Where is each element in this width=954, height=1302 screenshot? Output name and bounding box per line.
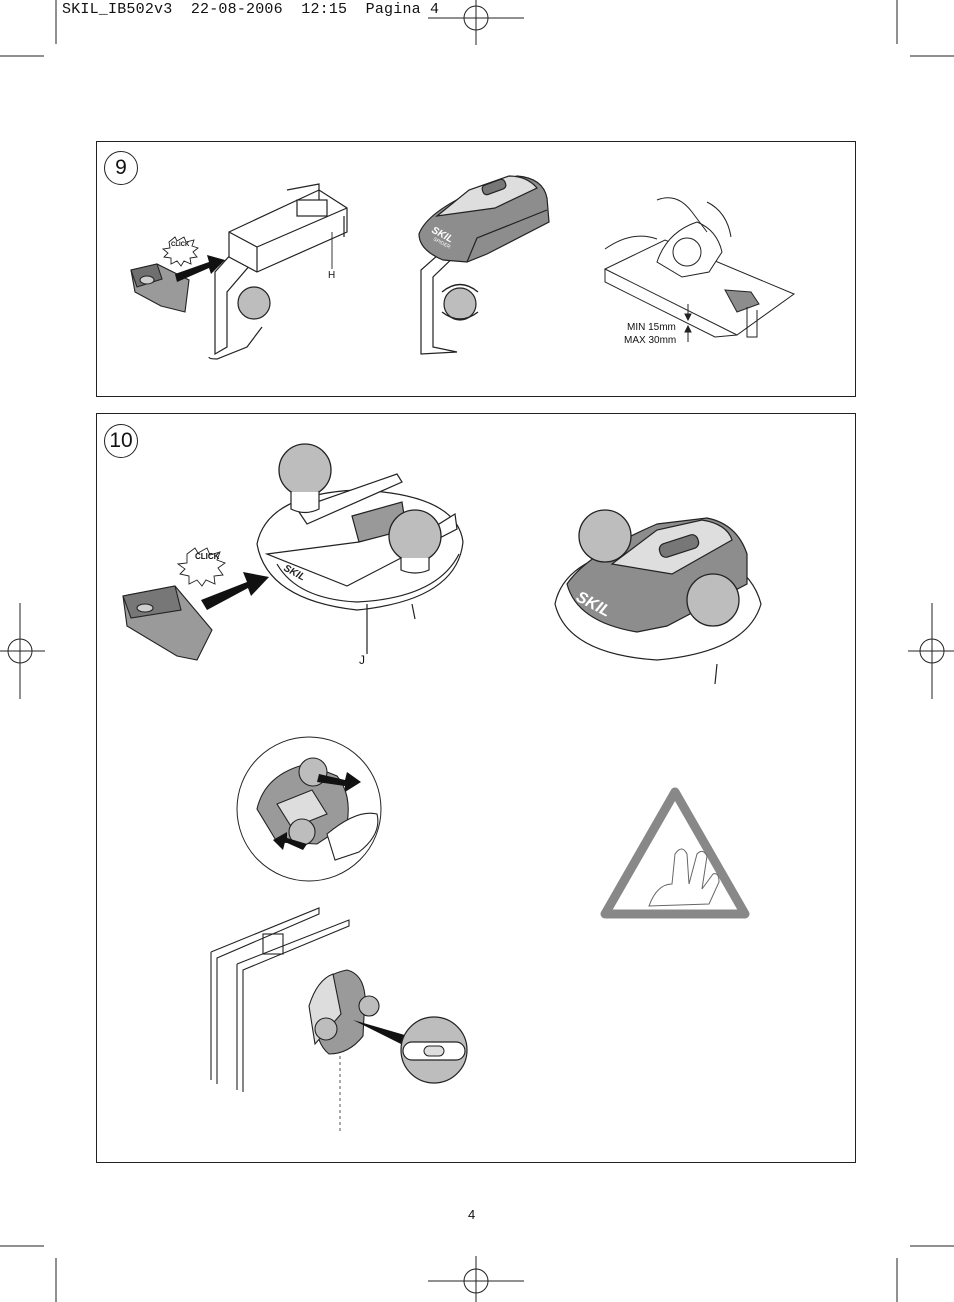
laser-suction-cup-right — [686, 573, 740, 627]
figure-9-illustrations: CLICK SKIL SPIDER — [130, 175, 796, 360]
part-j-label: J — [359, 653, 365, 667]
click-burst — [161, 236, 199, 267]
part-h-label: H — [328, 270, 336, 281]
max-thickness-label: MAX 30mm — [624, 335, 677, 346]
click-burst-10 — [176, 547, 226, 587]
detail-contents — [256, 757, 379, 861]
insert-arrow — [175, 255, 225, 282]
bubble-pointer — [353, 1020, 415, 1050]
level-bubble-detail — [400, 1016, 468, 1084]
laser-on-door — [308, 969, 380, 1055]
suction-knob — [237, 286, 271, 320]
figure-10-number: 10 — [104, 424, 138, 458]
suction-cup-back-left — [278, 443, 332, 497]
suction-cup-front-right — [388, 509, 442, 563]
rotate-arrow — [441, 283, 479, 320]
min-thickness-label: MIN 15mm — [627, 322, 676, 333]
mount-h-drawing — [208, 183, 348, 360]
saw-on-board-drawing — [603, 197, 796, 338]
detail-arrow-bottom — [273, 832, 307, 850]
laser-insert — [130, 263, 190, 313]
laser-insert-10 — [122, 585, 213, 661]
figure-9-number: 9 — [104, 151, 138, 185]
warning-triangle — [600, 787, 750, 919]
insert-arrow-10 — [201, 572, 269, 610]
door-frame-drawing — [210, 907, 350, 1092]
click-text-10: CLICK — [195, 552, 220, 561]
laser-suction-cup-left — [578, 509, 632, 563]
figure-10-illustrations: SKIL CLICK SKIL SPIDER — [122, 443, 762, 1132]
print-slug: SKIL_IB502v3 22-08-2006 12:15 Pagina 4 — [62, 1, 440, 18]
page-number: 4 — [468, 1207, 476, 1222]
laser-mounted-drawing — [418, 175, 550, 355]
click-text-9: CLICK — [171, 242, 190, 248]
rotate-knob — [443, 287, 477, 321]
figure-10-panel: 10 SKIL CLICK — [96, 413, 856, 1163]
figure-9-panel: 9 CLICK SKIL — [96, 141, 856, 397]
detail-arrow-top — [317, 772, 361, 792]
thickness-arrows — [684, 304, 692, 342]
